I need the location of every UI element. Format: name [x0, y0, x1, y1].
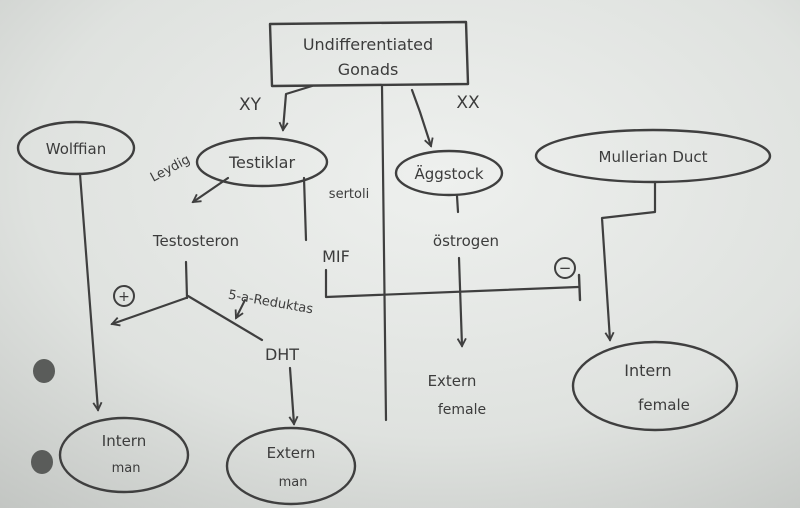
mullerian-duct-label: Mullerian Duct	[599, 148, 708, 166]
mif-inhibition-line	[324, 268, 580, 299]
undifferentiated-gonads-box	[268, 20, 470, 88]
ovary-label: Äggstock	[414, 164, 483, 183]
xy-label: XY	[239, 95, 262, 115]
plus-sign: +	[118, 289, 130, 305]
wolffian-to-internal-male-arrow	[78, 172, 98, 410]
internal-male-line2: man	[112, 461, 141, 476]
dht-to-external-male-arrow	[290, 366, 294, 424]
divider-line	[380, 84, 388, 422]
ovary-stem	[455, 194, 460, 214]
minus-circle	[554, 257, 576, 279]
internal-male-line1: Intern	[102, 432, 146, 450]
internal-female-line1: Intern	[624, 361, 671, 380]
mullerian-duct-oval	[534, 128, 772, 184]
external-male-line1: Extern	[267, 444, 316, 462]
dht-label: DHT	[265, 345, 299, 364]
ovary-oval	[394, 149, 504, 197]
estrogen-label: östrogen	[433, 232, 499, 250]
gonads-title-line1: Undifferentiated	[303, 35, 433, 54]
testosterone-label: Testosteron	[152, 232, 239, 250]
mif-inhibition-bar	[577, 273, 582, 302]
internal-male-oval	[58, 416, 190, 494]
binder-hole-upper	[33, 359, 55, 383]
mullerian-to-internal-female-arrow	[600, 180, 657, 340]
external-male-line2: man	[279, 475, 308, 490]
estrogen-to-external-female-arrow	[459, 256, 462, 346]
testicle-oval	[195, 136, 329, 188]
testosterone-to-dht-line	[186, 294, 264, 342]
mif-label: MIF	[322, 247, 350, 266]
testicle-label: Testiklar	[228, 153, 295, 172]
sertoli-line	[302, 176, 308, 242]
minus-sign: −	[559, 259, 572, 277]
binder-hole-lower	[31, 450, 53, 474]
xy-arrow	[283, 84, 314, 130]
testosterone-stem	[184, 260, 189, 300]
plus-circle	[113, 285, 135, 307]
external-female-line1: Extern	[428, 372, 477, 390]
external-female-line2: female	[438, 402, 486, 418]
testosterone-to-wolffian-arrow	[112, 296, 188, 324]
xx-label: XX	[456, 93, 480, 113]
sertoli-label: sertoli	[329, 187, 369, 202]
reductase-arrow	[236, 299, 246, 318]
gonads-title-line2: Gonads	[338, 60, 399, 79]
external-male-oval	[225, 426, 357, 506]
internal-female-oval	[571, 340, 739, 432]
testicle-to-testosterone-arrow	[193, 176, 230, 204]
wolffian-oval	[16, 120, 136, 176]
xx-arrow	[410, 88, 431, 146]
internal-female-line2: female	[638, 396, 690, 414]
wolffian-label: Wolffian	[46, 140, 107, 158]
